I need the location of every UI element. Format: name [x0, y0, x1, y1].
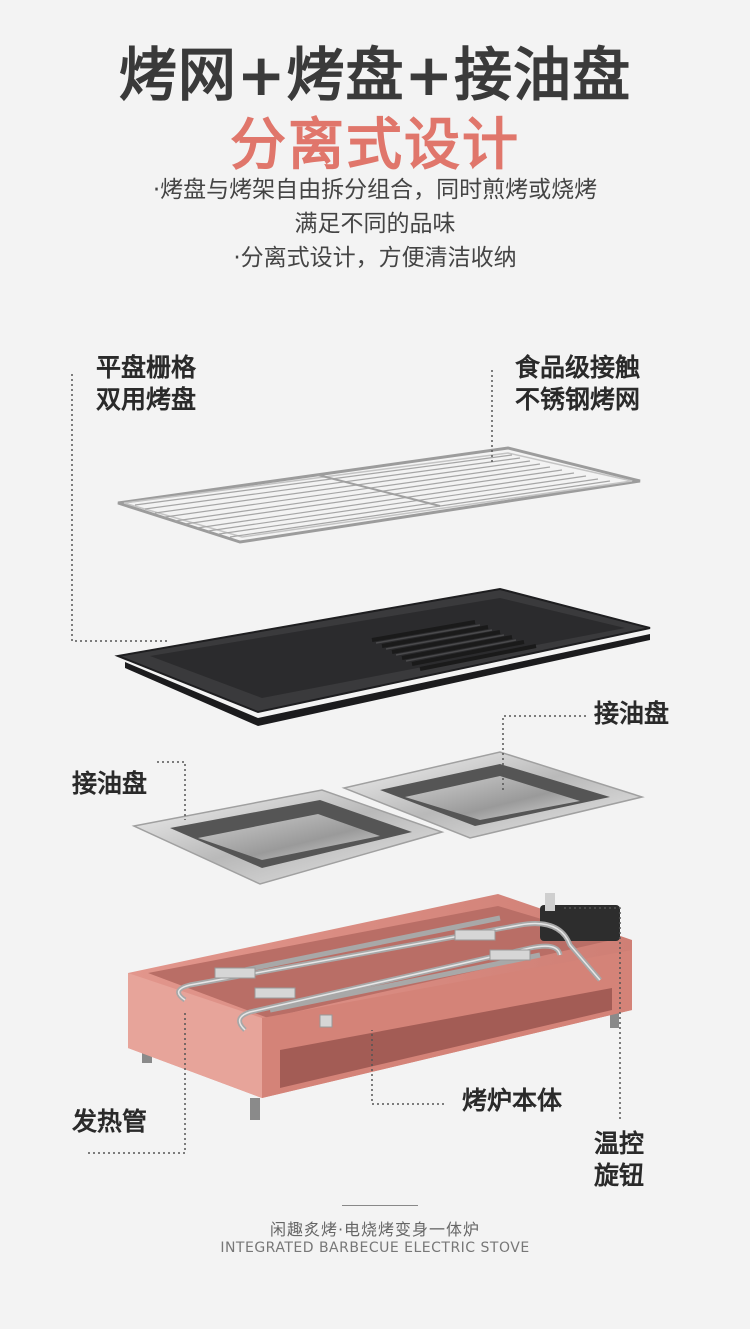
grill-pan [114, 587, 651, 726]
label-grill-pan: 平盘栅格 双用烤盘 [96, 352, 196, 416]
wire-rack [117, 446, 641, 544]
label-temp-knob: 温控 旋钮 [594, 1128, 644, 1192]
drip-tray-left [131, 789, 445, 885]
bullet-2: 满足不同的品味 [294, 211, 456, 237]
label-stove-body: 烤炉本体 [462, 1086, 563, 1115]
label-wire-rack-line2: 不锈钢烤网 [515, 385, 641, 414]
drip-tray-right [341, 751, 645, 839]
label-heating-tube: 发热管 [72, 1107, 148, 1136]
stove-body [128, 893, 632, 1120]
page-title: 烤网+烤盘+接油盘 [118, 41, 632, 109]
page-subtitle: 分离式设计 [230, 113, 520, 178]
label-wire-rack: 食品级接触 不锈钢烤网 [515, 352, 640, 416]
label-drip-tray-right: 接油盘 [594, 699, 670, 728]
label-wire-rack-line1: 食品级接触 [515, 353, 641, 382]
bullet-3: ·分离式设计，方便清洁收纳 [233, 245, 517, 271]
footer-divider [342, 1205, 418, 1206]
bullet-1: ·烤盘与烤架自由拆分组合，同时煎烤或烧烤 [152, 177, 598, 203]
footer-slogan-en: INTEGRATED BARBECUE ELECTRIC STOVE [220, 1240, 530, 1256]
label-grill-pan-line1: 平盘栅格 [96, 353, 197, 382]
label-grill-pan-line2: 双用烤盘 [96, 385, 197, 414]
label-drip-tray-left: 接油盘 [72, 769, 148, 798]
label-temp-knob-line1: 温控 [594, 1129, 645, 1158]
footer-slogan: 闲趣炙烤·电烧烤变身一体炉 [269, 1220, 481, 1239]
label-temp-knob-line2: 旋钮 [594, 1161, 645, 1190]
